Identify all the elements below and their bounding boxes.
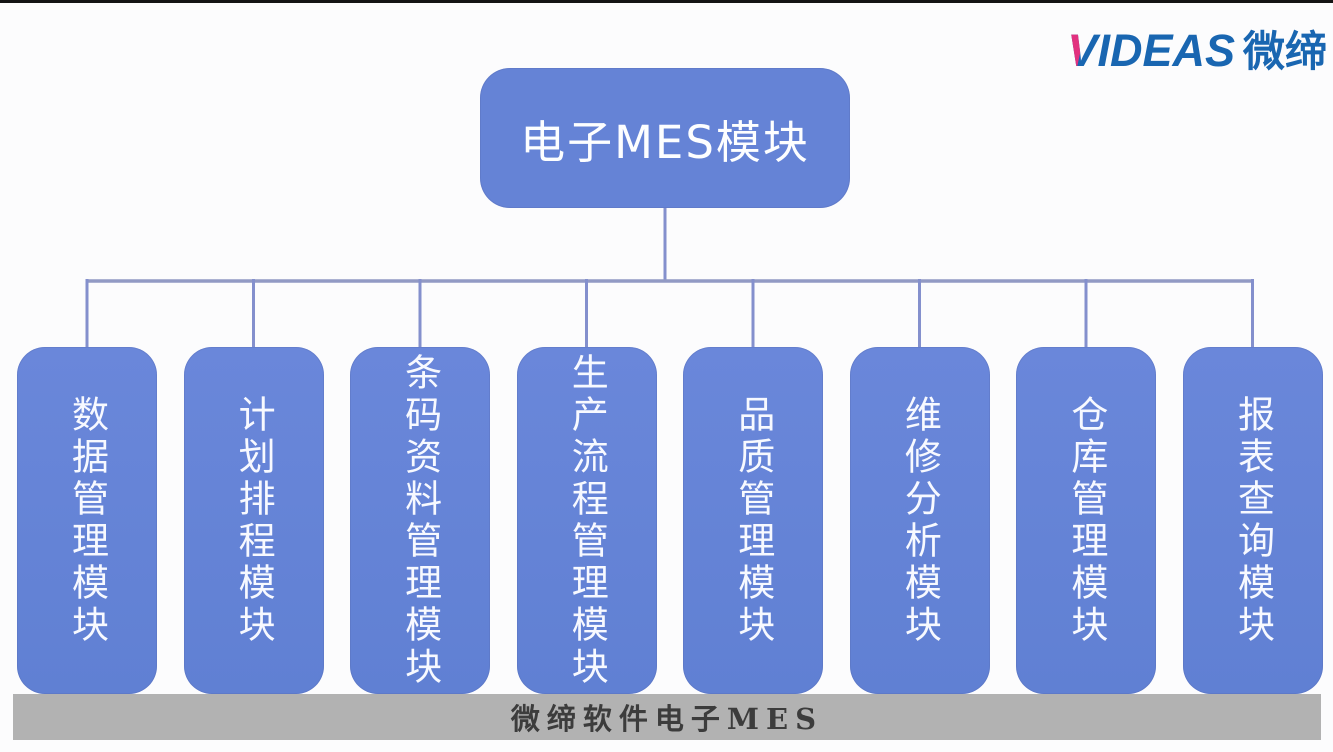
module-box-warehouse-management: 仓库管理模块 (1016, 347, 1157, 694)
footer-title: 微缔软件电子MES (510, 702, 824, 736)
module-box-quality-management: 品质管理模块 (683, 347, 824, 694)
module-label: 生产流程管理模块 (565, 352, 609, 689)
root-node-label: 电子MES模块 (520, 115, 810, 169)
logo-letters-ideas: IDEAS (1097, 25, 1235, 76)
module-box-report-query: 报表查询模块 (1182, 347, 1323, 694)
root-node-mes-module: 电子MES模块 (480, 68, 850, 208)
videas-logo-chinese: 微缔 (1242, 27, 1327, 76)
module-box-plan-scheduling: 计划排程模块 (183, 347, 324, 694)
module-box-data-management: 数据管理模块 (17, 347, 157, 694)
module-label: 品质管理模块 (731, 394, 775, 647)
module-label: 仓库管理模块 (1064, 394, 1108, 647)
module-label: 报表查询模块 (1231, 394, 1275, 647)
module-label: 数据管理模块 (65, 394, 109, 647)
footer-bar: 微缔软件电子MES (13, 694, 1321, 740)
top-border-strip (0, 0, 1333, 3)
module-label: 维修分析模块 (898, 394, 942, 647)
module-box-barcode-data-management: 条码资料管理模块 (350, 347, 491, 694)
module-box-maintenance-analysis: 维修分析模块 (849, 347, 990, 694)
logo-letter-v-blue: V (1067, 25, 1098, 76)
module-box-production-process-management: 生产流程管理模块 (516, 347, 657, 694)
module-row: 数据管理模块 计划排程模块 条码资料管理模块 生产流程管理模块 品质管理模块 维… (17, 347, 1323, 694)
module-label: 计划排程模块 (232, 394, 276, 647)
module-label: 条码资料管理模块 (398, 352, 442, 689)
